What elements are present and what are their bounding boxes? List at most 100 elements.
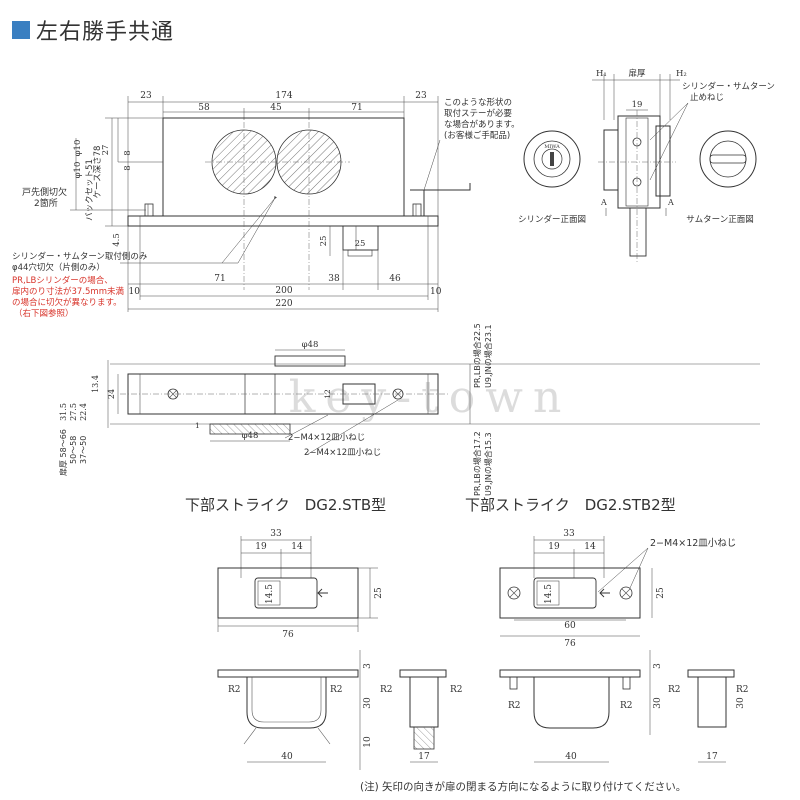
note-cylinder-side: シリンダー・サムターン取付側のみ bbox=[12, 251, 148, 262]
note-pr-bottom: PR,LBの場合17.2 bbox=[472, 431, 482, 496]
side2-dim-17: 17 bbox=[706, 752, 718, 762]
dim-8a: 8 bbox=[123, 150, 133, 155]
dim-8b: 8 bbox=[123, 165, 133, 170]
note-u9-bottom: U9,JNの場合15.3 bbox=[483, 432, 493, 496]
s1-dim-3: 3 bbox=[363, 663, 373, 669]
dim-27: 27 bbox=[101, 145, 111, 156]
dim-31-5: 31.5 bbox=[59, 403, 68, 421]
note-u9-top: U9,JNの場合23.1 bbox=[483, 324, 493, 388]
dim-45: 45 bbox=[270, 103, 282, 113]
dim-25b: 25 bbox=[355, 239, 366, 249]
dim-46: 46 bbox=[389, 274, 401, 284]
strike1-title: 下部ストライク DG2.STB型 bbox=[185, 496, 386, 514]
s2-dim-76: 76 bbox=[564, 639, 576, 649]
side1-dim-17: 17 bbox=[418, 752, 430, 762]
label-screw-1: 2−M4×12皿小ねじ bbox=[288, 432, 365, 443]
dim-23-right: 23 bbox=[415, 91, 427, 101]
dim-h2: H₂ bbox=[676, 69, 687, 79]
dim-backset: バックセット51 bbox=[85, 159, 95, 221]
dim-h1: H₁ bbox=[596, 69, 607, 79]
s2-r2-b: R2 bbox=[620, 701, 633, 711]
s2-r2-a: R2 bbox=[508, 701, 521, 711]
footer-note: (注) 矢印の向きが扉の閉まる方向になるように取り付けてください。 bbox=[360, 780, 686, 793]
dim-71b: 71 bbox=[214, 274, 225, 284]
dim-220: 220 bbox=[275, 299, 292, 309]
dim-200: 200 bbox=[275, 286, 292, 296]
side2-r2b: R2 bbox=[736, 685, 749, 695]
s2-dim-14-5: 14.5 bbox=[544, 584, 554, 604]
dim-phi10-a: φ10 bbox=[73, 140, 83, 157]
dim-10-right: 10 bbox=[430, 287, 442, 297]
s1-r2-left: R2 bbox=[228, 685, 241, 695]
dim-24: 24 bbox=[107, 389, 116, 399]
note-red-3: の場合に切欠が異なります。 bbox=[12, 297, 122, 308]
label-screw-2: 2−M4×12皿小ねじ bbox=[304, 447, 381, 458]
note-stay-1: このような形状の bbox=[444, 97, 512, 108]
dim-1: 1 bbox=[195, 421, 200, 430]
s2-dim-40: 40 bbox=[565, 752, 577, 762]
dim-27-5: 27.5 bbox=[69, 403, 78, 421]
side1-r2: R2 bbox=[380, 685, 393, 695]
s2-dim-33: 33 bbox=[563, 529, 575, 539]
section-a-left: A bbox=[600, 198, 607, 207]
note-red-4: （右下図参照） bbox=[14, 308, 74, 319]
s1-dim-30: 30 bbox=[363, 697, 373, 709]
side2-dim-30: 30 bbox=[736, 697, 746, 709]
label-set-screw-2: 止めねじ bbox=[690, 92, 724, 103]
section-view: key-town φ48 φ48 12 1 bbox=[58, 323, 760, 496]
title-marker-icon bbox=[12, 21, 30, 39]
note-44-hole: φ44穴切欠（片側のみ） bbox=[12, 262, 105, 273]
cylinder-brand: MIWA bbox=[544, 144, 560, 150]
dim-phi10-b: φ10 bbox=[73, 162, 83, 179]
note-notch: 戸先側切欠 bbox=[22, 186, 67, 198]
s1-dim-40: 40 bbox=[281, 752, 293, 762]
strike2-title: 下部ストライク DG2.STB2型 bbox=[465, 496, 676, 514]
s1-dim-14: 14 bbox=[291, 542, 303, 552]
s2-dim-14: 14 bbox=[584, 542, 596, 552]
note-pr-top: PR,LBの場合22.5 bbox=[472, 323, 482, 388]
note-notch-2: 2箇所 bbox=[34, 197, 58, 209]
note-stay-4: (お客様ご手配品) bbox=[444, 130, 510, 141]
page-title: 左右勝手共通 bbox=[36, 20, 175, 45]
s1-dim-14-5: 14.5 bbox=[265, 584, 275, 604]
s2-dim-60: 60 bbox=[564, 621, 576, 631]
dim-case-depth: ケース深さ78 bbox=[93, 146, 103, 199]
dim-71: 71 bbox=[351, 103, 362, 113]
s1-dim-33: 33 bbox=[270, 529, 282, 539]
dim-25a: 25 bbox=[319, 236, 329, 247]
s1-dim-25: 25 bbox=[374, 587, 384, 599]
dim-12: 12 bbox=[323, 389, 332, 399]
note-red-2: 扉内のり寸法が37.5mm未満 bbox=[12, 286, 124, 297]
top-view: 23 174 23 58 45 71 bbox=[12, 91, 520, 319]
s2-dim-30: 30 bbox=[653, 697, 663, 709]
door-range-2: 50～58 bbox=[69, 436, 78, 464]
dim-phi48-bottom: φ48 bbox=[242, 431, 259, 441]
dim-4-5: 4.5 bbox=[112, 233, 122, 247]
strike2-screw: 2−M4×12皿小ねじ bbox=[650, 538, 736, 549]
s1-dim-19: 19 bbox=[255, 542, 267, 552]
strike-stb: 下部ストライク DG2.STB型 33 19 14 14.5 25 76 bbox=[185, 496, 386, 770]
door-range-3: 37～50 bbox=[79, 436, 88, 464]
label-set-screw-1: シリンダー・サムターン bbox=[682, 81, 775, 92]
s1-dim-10: 10 bbox=[363, 736, 373, 748]
dim-22-4: 22.4 bbox=[79, 403, 88, 421]
side1-r2b: R2 bbox=[450, 685, 463, 695]
side-view: H₁ 扉厚 H₂ 19 A A シリンダー・サムターン 止めねじ bbox=[518, 68, 775, 262]
dim-phi48-top: φ48 bbox=[302, 340, 319, 350]
s2-dim-3: 3 bbox=[653, 663, 663, 669]
s2-dim-19: 19 bbox=[548, 542, 560, 552]
title-row: 左右勝手共通 bbox=[12, 14, 174, 46]
dim-58: 58 bbox=[198, 103, 210, 113]
strike-stb2: 下部ストライク DG2.STB2型 2−M4×12皿小ねじ 33 19 14 1… bbox=[380, 496, 749, 763]
s1-dim-76: 76 bbox=[282, 630, 294, 640]
dim-13-4: 13.4 bbox=[91, 375, 100, 393]
note-red-1: PR,LBシリンダーの場合、 bbox=[12, 275, 113, 286]
section-a-right: A bbox=[667, 198, 674, 207]
dim-174: 174 bbox=[275, 91, 292, 101]
dim-19-side: 19 bbox=[632, 100, 643, 110]
s1-r2-right: R2 bbox=[330, 685, 343, 695]
dim-10-left: 10 bbox=[129, 287, 141, 297]
note-stay-3: な場合があります。 bbox=[444, 119, 520, 130]
